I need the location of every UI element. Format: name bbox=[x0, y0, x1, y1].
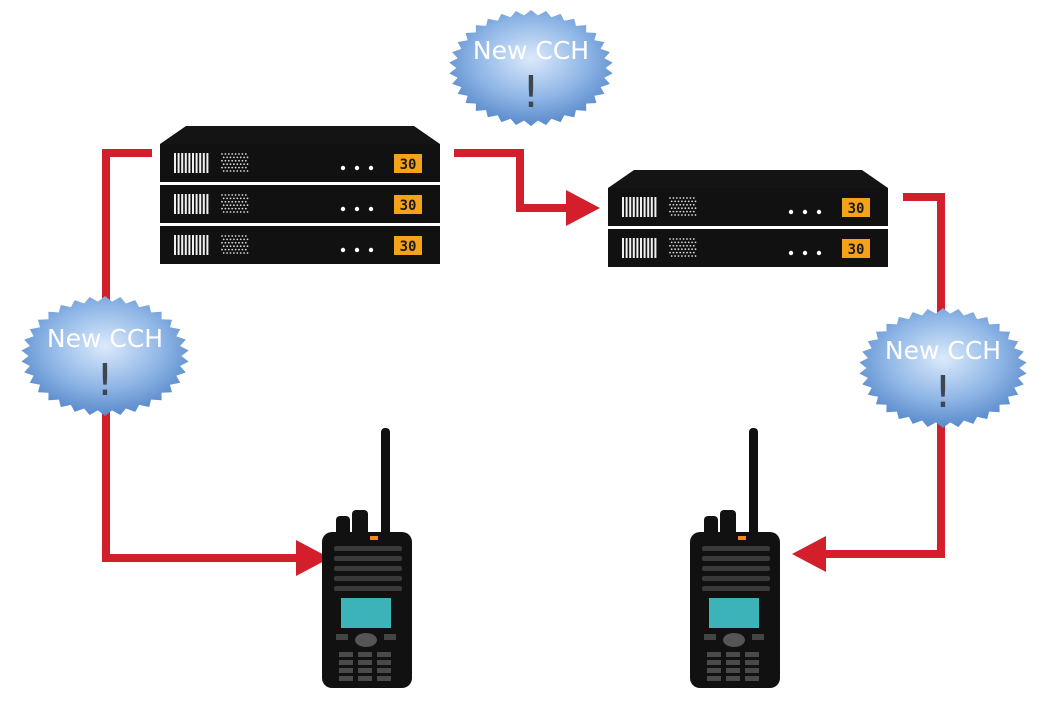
channel-display-text: 30 bbox=[848, 242, 865, 258]
indicator-dots bbox=[340, 247, 374, 253]
channel-display-text: 30 bbox=[400, 198, 417, 214]
speaker-dots bbox=[669, 238, 697, 257]
channel-display: 30 bbox=[394, 195, 422, 214]
indicator-dots bbox=[340, 206, 374, 212]
new-cch-bubble-left: New CCH! bbox=[21, 296, 189, 416]
speaker-dots bbox=[669, 197, 697, 216]
keypad bbox=[707, 652, 759, 681]
indicator-dots bbox=[340, 165, 374, 171]
arrowhead-right-radio bbox=[792, 536, 826, 572]
repeater-unit: 30 bbox=[160, 226, 440, 264]
channel-display: 30 bbox=[842, 239, 870, 258]
speaker-dots bbox=[221, 194, 249, 213]
channel-display-text: 30 bbox=[848, 201, 865, 217]
bubble-label: New CCH bbox=[47, 324, 163, 353]
repeater-unit: 30 bbox=[160, 185, 440, 223]
bubble-label: New CCH bbox=[473, 36, 589, 65]
vent-grille bbox=[622, 197, 657, 217]
bubble-label: New CCH bbox=[885, 336, 1001, 365]
new-cch-bubble-top: New CCH! bbox=[449, 10, 613, 126]
speaker-grille bbox=[702, 546, 770, 591]
radio-screen bbox=[341, 598, 391, 628]
status-led bbox=[370, 536, 378, 540]
link-repeater-to-repeater bbox=[454, 149, 566, 212]
antenna bbox=[381, 428, 390, 538]
keypad bbox=[339, 652, 391, 681]
nav-button bbox=[723, 633, 745, 647]
indicator-dots bbox=[788, 209, 822, 215]
radio-screen bbox=[709, 598, 759, 628]
soft-key bbox=[384, 634, 396, 640]
repeater-unit: 30 bbox=[160, 144, 440, 182]
repeater-right: 30 30 bbox=[608, 170, 888, 267]
arrowhead-right-repeater bbox=[566, 190, 600, 226]
vent-grille bbox=[174, 153, 209, 173]
channel-display-text: 30 bbox=[400, 157, 417, 173]
repeater-lid bbox=[608, 170, 888, 188]
bubble-shape bbox=[21, 296, 189, 416]
antenna bbox=[749, 428, 758, 538]
vent-grille bbox=[622, 238, 657, 258]
radio-left bbox=[322, 428, 412, 688]
indicator-dots bbox=[788, 250, 822, 256]
soft-key bbox=[704, 634, 716, 640]
soft-key bbox=[752, 634, 764, 640]
radio-right bbox=[690, 428, 780, 688]
status-led bbox=[738, 536, 746, 540]
new-cch-bubble-right: New CCH! bbox=[859, 308, 1027, 428]
channel-display: 30 bbox=[842, 198, 870, 217]
repeater-left: 30 30 30 bbox=[160, 126, 440, 264]
repeater-unit: 30 bbox=[608, 229, 888, 267]
bubble-shape bbox=[859, 308, 1027, 428]
vent-grille bbox=[174, 194, 209, 214]
bubble-exclamation: ! bbox=[934, 367, 952, 418]
speaker-grille bbox=[334, 546, 402, 591]
channel-display: 30 bbox=[394, 154, 422, 173]
arrowhead-left-radio bbox=[296, 540, 330, 576]
vent-grille bbox=[174, 235, 209, 255]
channel-display-text: 30 bbox=[400, 239, 417, 255]
nav-button bbox=[355, 633, 377, 647]
repeater-lid bbox=[160, 126, 440, 144]
speaker-dots bbox=[221, 235, 249, 254]
bubble-exclamation: ! bbox=[522, 67, 540, 118]
bubble-shape bbox=[449, 10, 613, 126]
repeater-unit: 30 bbox=[608, 188, 888, 226]
speaker-dots bbox=[221, 153, 249, 172]
channel-display: 30 bbox=[394, 236, 422, 255]
bubble-exclamation: ! bbox=[96, 355, 114, 406]
soft-key bbox=[336, 634, 348, 640]
